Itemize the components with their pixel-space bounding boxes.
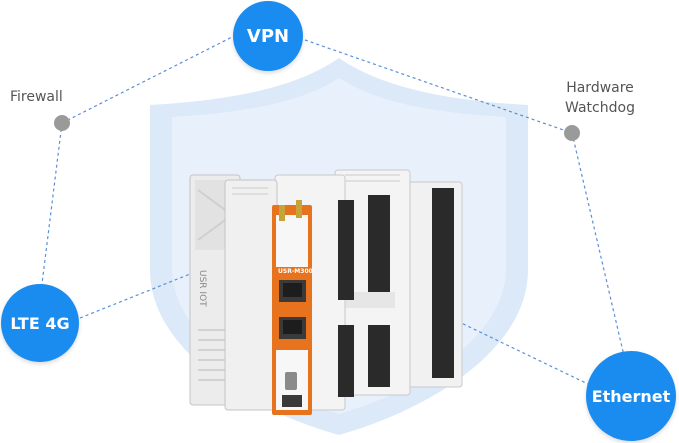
vpn-label: VPN	[246, 25, 290, 47]
controller-body	[224, 179, 278, 411]
vpn-node: VPN	[233, 1, 303, 71]
lte-label: LTE 4G	[10, 313, 70, 333]
watchdog-label-line: Watchdog	[565, 100, 635, 116]
line-watchdog-ethernet	[571, 132, 626, 361]
line-vpn-watchdog	[304, 39, 573, 134]
device-side-text: USR IOT	[197, 270, 207, 307]
antenna-left	[279, 205, 285, 221]
device-model-label: USR-M300	[278, 268, 313, 275]
line-ethernet-device	[454, 319, 591, 386]
firewall-label: Firewall	[10, 89, 63, 105]
usb-port	[285, 372, 297, 390]
device: USR IOT USR-M300	[189, 169, 463, 415]
power-terminal	[282, 395, 302, 407]
antenna-right	[296, 200, 302, 218]
firewall-dot	[54, 115, 70, 131]
line-firewall-lte	[39, 122, 63, 301]
connection-lines	[39, 32, 626, 386]
hardware-label-line: Hardware	[566, 80, 634, 96]
lte-node: LTE 4G	[1, 284, 79, 362]
hardware-watchdog-label: Hardware Watchdog	[545, 78, 655, 118]
watchdog-dot	[564, 125, 580, 141]
ethernet-node: Ethernet	[586, 351, 676, 441]
ethernet-label: Ethernet	[591, 386, 671, 406]
